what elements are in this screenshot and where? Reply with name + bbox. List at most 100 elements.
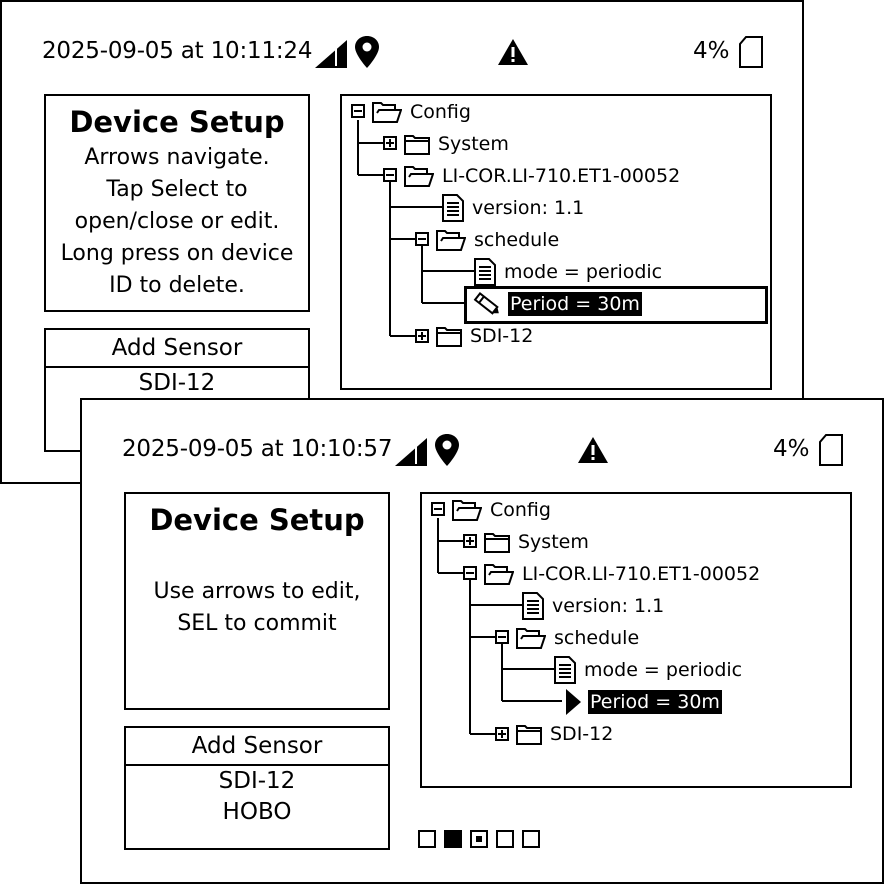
tree-node-schedule[interactable]: schedule: [436, 224, 561, 256]
location-pin-icon: [355, 36, 379, 72]
instruction-line: Use arrows to edit,: [153, 579, 361, 604]
node-label-selected: Period = 30m: [588, 690, 722, 714]
add-sensor-header: Add Sensor: [46, 330, 308, 368]
tree-node-schedule[interactable]: schedule: [516, 622, 641, 654]
expand-toggle-sdi12[interactable]: [415, 329, 429, 343]
node-label-selected: Period = 30m: [508, 292, 642, 316]
document-icon: [442, 194, 464, 222]
tree-lines: [437, 518, 562, 735]
page-dot-marked[interactable]: [470, 830, 488, 848]
instruction-line: Arrows navigate.: [84, 145, 270, 170]
page-dot[interactable]: [418, 830, 436, 848]
instruction-line: Tap Select to: [106, 177, 248, 202]
folder-open-icon: [452, 499, 482, 521]
tree-node-config[interactable]: Config: [452, 494, 553, 526]
status-bar: 2025-09-05 at 10:11:24 4%: [42, 36, 782, 70]
tree-node-mode[interactable]: mode = periodic: [554, 654, 744, 686]
node-label: schedule: [554, 627, 640, 649]
folder-open-icon: [436, 229, 466, 251]
tree-node-device[interactable]: LI-COR.LI-710.ET1-00052: [484, 558, 762, 590]
tree-lines: [357, 120, 474, 337]
tree-node-device[interactable]: LI-COR.LI-710.ET1-00052: [404, 160, 682, 192]
tree-node-sdi12[interactable]: SDI-12: [436, 320, 535, 352]
page-dot[interactable]: [522, 830, 540, 848]
instruction-line: ID to delete.: [109, 273, 245, 298]
config-tree: Config System LI-COR.LI-710.ET1-00052 ve…: [420, 492, 852, 788]
collapse-toggle-schedule[interactable]: [415, 232, 429, 246]
panel-title: Device Setup: [149, 503, 365, 537]
battery-percent: 4%: [693, 38, 730, 64]
tree-node-period[interactable]: Period = 30m: [564, 686, 722, 718]
page-dot-current[interactable]: [444, 830, 462, 848]
signal-icon: [315, 40, 347, 72]
tree-node-system[interactable]: System: [484, 526, 591, 558]
node-label: schedule: [474, 229, 560, 251]
page-indicator: [418, 830, 540, 848]
collapse-toggle-device[interactable]: [383, 168, 397, 182]
panel-title: Device Setup: [69, 105, 285, 139]
node-label: Config: [490, 499, 551, 521]
folder-open-icon: [484, 563, 514, 585]
node-label: mode = periodic: [504, 261, 663, 283]
location-pin-icon: [435, 434, 459, 470]
add-sensor-panel: Add Sensor SDI-12 HOBO: [124, 726, 390, 850]
warning-icon: [578, 437, 608, 467]
sensor-option-hobo[interactable]: HOBO: [222, 799, 292, 825]
add-sensor-header: Add Sensor: [126, 728, 388, 766]
expand-toggle-system[interactable]: [463, 534, 477, 548]
document-icon: [522, 592, 544, 620]
device-setup-panel: Device Setup Arrows navigate. Tap Select…: [44, 94, 310, 312]
instruction-line: open/close or edit.: [74, 209, 280, 234]
collapse-toggle-device[interactable]: [463, 566, 477, 580]
node-label: System: [518, 531, 589, 553]
folder-open-icon: [516, 627, 546, 649]
sensor-option-sdi12[interactable]: SDI-12: [138, 370, 216, 396]
tree-node-sdi12[interactable]: SDI-12: [516, 718, 615, 750]
node-label: System: [438, 133, 509, 155]
config-tree: Config System LI-COR.LI-710.ET1-00052 ve…: [340, 94, 772, 390]
node-label: LI-COR.LI-710.ET1-00052: [522, 563, 761, 585]
expand-toggle-sdi12[interactable]: [495, 727, 509, 741]
tree-node-mode[interactable]: mode = periodic: [474, 256, 664, 288]
tree-node-period[interactable]: Period = 30m: [472, 288, 642, 320]
battery-icon: [818, 434, 844, 470]
page-dot[interactable]: [496, 830, 514, 848]
folder-icon: [484, 531, 510, 553]
collapse-toggle-config[interactable]: [431, 502, 445, 516]
sensor-option-sdi12[interactable]: SDI-12: [218, 768, 296, 794]
node-label: SDI-12: [470, 325, 534, 347]
node-label: Config: [410, 101, 471, 123]
tree-node-config[interactable]: Config: [372, 96, 473, 128]
edit-focus-box: [464, 286, 768, 324]
node-label: mode = periodic: [584, 659, 743, 681]
node-label: LI-COR.LI-710.ET1-00052: [442, 165, 681, 187]
status-time: 2025-09-05 at 10:11:24: [42, 38, 313, 64]
expand-toggle-system[interactable]: [383, 136, 397, 150]
tree-node-version[interactable]: version: 1.1: [442, 192, 586, 224]
instruction-line: Long press on device: [60, 241, 294, 266]
folder-icon: [404, 133, 430, 155]
device-screen-front: 2025-09-05 at 10:10:57 4% Device Setup U…: [80, 398, 884, 884]
instruction-line: SEL to commit: [177, 611, 337, 636]
instructions: Use arrows to edit, SEL to commit: [126, 576, 388, 640]
signal-icon: [395, 438, 427, 470]
battery-icon: [738, 36, 764, 72]
battery-percent: 4%: [773, 436, 810, 462]
status-bar: 2025-09-05 at 10:10:57 4%: [122, 434, 862, 468]
node-label: SDI-12: [550, 723, 614, 745]
collapse-toggle-config[interactable]: [351, 104, 365, 118]
collapse-toggle-schedule[interactable]: [495, 630, 509, 644]
document-icon: [554, 656, 576, 684]
tree-node-version[interactable]: version: 1.1: [522, 590, 666, 622]
pencil-icon: [472, 291, 502, 317]
device-setup-panel: Device Setup Use arrows to edit, SEL to …: [124, 492, 390, 710]
play-arrow-icon: [564, 688, 582, 716]
node-label: version: 1.1: [552, 595, 665, 617]
folder-open-icon: [404, 165, 434, 187]
instructions: Arrows navigate. Tap Select to open/clos…: [46, 142, 308, 302]
document-icon: [474, 258, 496, 286]
status-time: 2025-09-05 at 10:10:57: [122, 436, 393, 462]
tree-node-system[interactable]: System: [404, 128, 511, 160]
folder-open-icon: [372, 101, 402, 123]
node-label: version: 1.1: [472, 197, 585, 219]
